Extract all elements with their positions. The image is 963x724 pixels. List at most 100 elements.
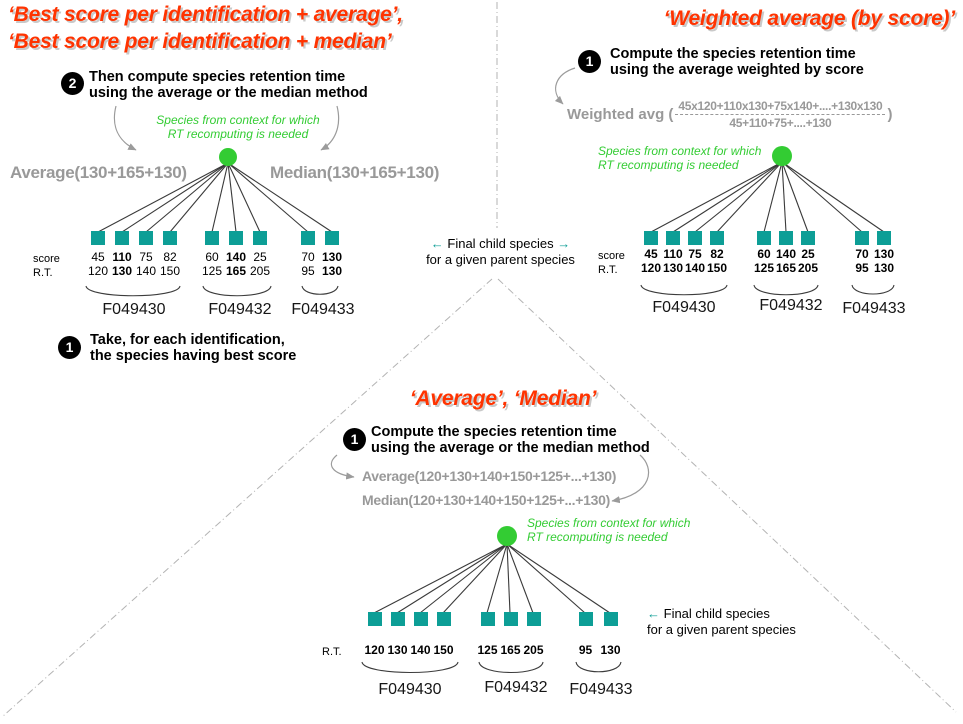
species-square bbox=[603, 612, 618, 626]
avgmed-context-note: Species from context for which RT recomp… bbox=[527, 516, 690, 544]
species-square bbox=[390, 612, 405, 626]
avgmed-median-formula: Median(120+130+140+150+125+...+130) bbox=[362, 492, 610, 508]
avgmed-group1-squares bbox=[363, 612, 455, 626]
best-rt-row-label: R.T. bbox=[33, 267, 53, 279]
weighted-group1-rts: 120 130 140 150 bbox=[640, 262, 728, 275]
best-group1-squares bbox=[86, 231, 182, 245]
best-group2-scores: 60 140 25 bbox=[200, 251, 272, 264]
step-1-badge: 1 bbox=[343, 428, 366, 451]
weighted-group2-rts: 125 165 205 bbox=[753, 262, 819, 275]
rt-value: 130 bbox=[662, 261, 684, 275]
species-square bbox=[91, 231, 105, 245]
identification-label: F049430 bbox=[378, 681, 442, 698]
step-2-badge: 2 bbox=[61, 72, 84, 95]
rt-value: 120 bbox=[640, 261, 662, 275]
best-median-formula: Median(130+165+130) bbox=[270, 163, 440, 182]
best-group3-scores: 70 130 bbox=[296, 251, 344, 264]
best-average-formula: Average(130+165+130) bbox=[10, 163, 187, 182]
best-group2-squares bbox=[200, 231, 272, 245]
species-square bbox=[855, 231, 869, 245]
left-arrow-icon: ← bbox=[647, 606, 660, 621]
formula-prefix: Weighted avg ( bbox=[567, 106, 674, 123]
species-square bbox=[877, 231, 891, 245]
weighted-group3-scores: 70 130 bbox=[851, 248, 895, 261]
avgmed-context-line1: Species from context for which bbox=[527, 516, 691, 530]
bottom-note-line2: for a given parent species bbox=[647, 622, 796, 637]
species-square bbox=[115, 231, 129, 245]
best-panel-title-line2: ‘Best score per identification + median’ bbox=[8, 30, 392, 53]
avgmed-panel-title: ‘Average’, ‘Median’ bbox=[409, 387, 597, 410]
rt-value: 95 bbox=[855, 261, 869, 275]
rt-value: 120 bbox=[87, 264, 109, 278]
avgmed-tree-edges bbox=[373, 543, 611, 614]
rt-value: 120 bbox=[364, 643, 385, 657]
species-square bbox=[367, 612, 382, 626]
rt-value: 205 bbox=[249, 264, 271, 278]
rt-value: 150 bbox=[433, 643, 454, 657]
identification-label: F049432 bbox=[208, 301, 272, 318]
rt-value: 150 bbox=[706, 261, 728, 275]
best-context-line2: RT recomputing is needed bbox=[167, 127, 309, 141]
rt-value: 125 bbox=[201, 264, 223, 278]
middle-note-line1: Final child species bbox=[447, 236, 554, 251]
species-square bbox=[480, 612, 495, 626]
best-step1-line1: Take, for each identification, bbox=[90, 332, 285, 348]
final-child-species-note-bottom: ← Final child species for a given parent… bbox=[647, 606, 796, 638]
species-square bbox=[301, 231, 315, 245]
best-step2-line2: using the average or the median method bbox=[89, 84, 368, 101]
step-1-badge: 1 bbox=[58, 336, 81, 359]
species-square bbox=[688, 231, 702, 245]
weighted-score-row-label: score bbox=[598, 250, 625, 262]
score-value: 25 bbox=[253, 250, 267, 264]
identification-label: F049430 bbox=[652, 299, 716, 316]
best-group1-rts: 120 130 140 150 bbox=[86, 265, 182, 278]
rt-value: 130 bbox=[387, 643, 408, 657]
score-value-best: 110 bbox=[112, 250, 132, 264]
species-square bbox=[325, 231, 339, 245]
weighted-panel-title: ‘Weighted average (by score)’ bbox=[663, 7, 956, 30]
best-parent-species-node bbox=[219, 148, 237, 166]
rt-value: 140 bbox=[135, 264, 157, 278]
weighted-context-note: Species from context for which RT recomp… bbox=[598, 144, 761, 172]
rt-value: 125 bbox=[753, 261, 775, 275]
best-context-line1: Species from context for which bbox=[156, 113, 320, 127]
identification-label: F049433 bbox=[291, 301, 355, 318]
weighted-group2-squares bbox=[753, 231, 819, 245]
avgmed-average-formula: Average(120+130+140+150+125+...+130) bbox=[362, 468, 617, 484]
group-braces bbox=[85, 284, 895, 674]
middle-note-line2: for a given parent species bbox=[426, 252, 575, 267]
identification-label: F049433 bbox=[569, 681, 633, 698]
avgmed-context-line2: RT recomputing is needed bbox=[527, 530, 668, 544]
bottom-note-line1: Final child species bbox=[663, 606, 770, 621]
best-step1-line2: the species having best score bbox=[90, 347, 297, 364]
rt-value: 125 bbox=[477, 643, 498, 657]
score-value: 60 bbox=[757, 247, 771, 261]
score-value: 75 bbox=[688, 247, 702, 261]
best-group1-scores: 45 110 75 82 bbox=[86, 251, 182, 264]
weighted-parent-species-node bbox=[772, 146, 792, 166]
score-value: 75 bbox=[139, 250, 153, 264]
formula-close: ) bbox=[887, 106, 893, 123]
final-child-species-note: ← Final child species → for a given pare… bbox=[393, 236, 608, 268]
best-step1-text: Take, for each identification, the speci… bbox=[90, 332, 297, 364]
score-value: 45 bbox=[644, 247, 658, 261]
right-arrow-icon: → bbox=[557, 236, 571, 251]
species-square bbox=[253, 231, 267, 245]
avgmed-parent-species-node bbox=[497, 526, 517, 546]
weighted-group1-squares bbox=[640, 231, 728, 245]
best-group2-rts: 125 165 205 bbox=[200, 265, 272, 278]
score-value: 60 bbox=[205, 250, 219, 264]
score-value: 45 bbox=[91, 250, 105, 264]
weighted-group2-scores: 60 140 25 bbox=[753, 248, 819, 261]
species-square bbox=[710, 231, 724, 245]
score-value: 25 bbox=[801, 247, 815, 261]
rt-value: 205 bbox=[523, 643, 544, 657]
score-value: 130 bbox=[873, 247, 895, 261]
weighted-step1-line1: Compute the species retention time bbox=[610, 46, 856, 62]
identification-label: F049433 bbox=[842, 300, 906, 317]
weighted-group3-squares bbox=[851, 231, 895, 245]
weighted-context-line2: RT recomputing is needed bbox=[598, 158, 739, 172]
